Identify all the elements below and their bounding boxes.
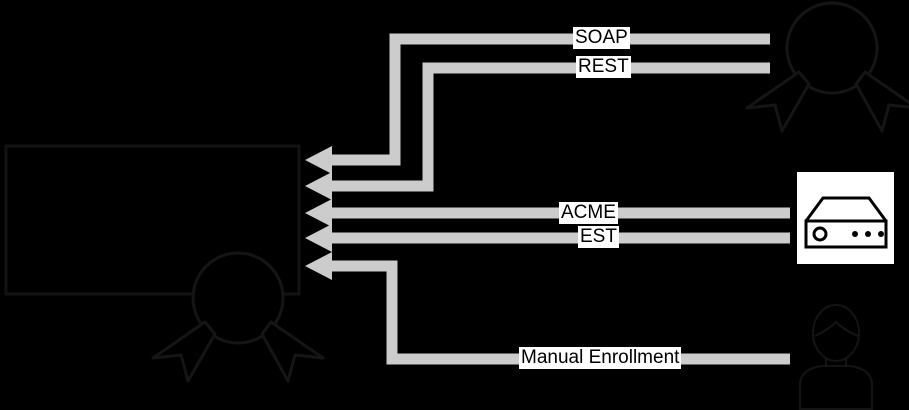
connector-manual-enrollment[interactable] (325, 260, 790, 365)
certificate-ribbon-left-icon (151, 320, 217, 383)
connector-soap[interactable] (325, 33, 770, 166)
person-hair-icon (814, 320, 859, 337)
connector-group (305, 33, 790, 365)
person-head-icon (812, 304, 860, 362)
connector-rest-arrowhead (305, 172, 332, 200)
appliance-status-led-3-icon (878, 231, 884, 237)
award-ribbon-right-icon (854, 70, 909, 133)
appliance-status-led-2-icon (865, 231, 871, 237)
connector-label-est: EST (578, 226, 619, 248)
server-appliance-node[interactable] (797, 172, 894, 264)
connector-label-rest: REST (576, 56, 631, 78)
appliance-power-led-icon (812, 226, 828, 242)
appliance-status-led-1-icon (852, 231, 858, 237)
end-user-node[interactable] (799, 304, 873, 410)
connector-est-arrowhead (305, 224, 332, 252)
connector-label-manual-enrollment: Manual Enrollment (519, 347, 682, 369)
certificate-badge-node[interactable] (745, 1, 909, 133)
certificate-seal-icon (191, 251, 285, 345)
certificate-authority-node[interactable] (4, 144, 325, 383)
connector-manual-arrowhead (305, 252, 332, 280)
connector-acme-arrowhead (305, 199, 332, 227)
connector-label-soap: SOAP (573, 27, 630, 49)
award-ribbon-left-icon (745, 70, 811, 133)
person-torso-icon (799, 365, 873, 410)
certificate-ribbon-right-icon (260, 320, 325, 383)
connector-soap-arrowhead (305, 146, 332, 174)
award-seal-icon (785, 1, 879, 95)
connector-label-acme: ACME (559, 202, 618, 224)
